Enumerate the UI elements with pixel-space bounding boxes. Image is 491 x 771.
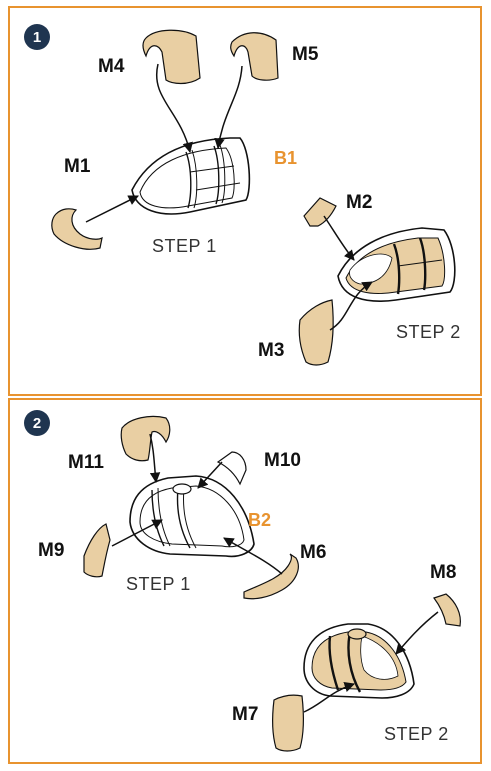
canopy-b1-step2 [337,227,456,302]
mask-m5 [230,32,279,81]
part-label-b2: B2 [248,510,272,530]
step1-label-panel1: STEP 1 [152,236,217,256]
canopy-b2-step1 [129,475,255,558]
step-badge-2: 2 [24,410,50,436]
label-m1: M1 [64,156,91,177]
label-m10: M10 [264,450,301,471]
mask-m4 [142,29,201,85]
label-m9: M9 [38,540,65,561]
mask-m2 [303,197,337,227]
canopy-b1-step1 [131,137,251,215]
label-m5: M5 [292,44,319,65]
label-m11: M11 [68,452,104,473]
label-m7: M7 [232,704,259,725]
mask-m8 [433,593,461,627]
step1-label-panel2: STEP 1 [126,574,191,594]
mask-m1 [51,208,103,250]
mask-m11 [120,415,171,462]
label-m3: M3 [258,340,285,361]
label-m8: M8 [430,562,457,583]
mask-m9 [83,523,111,578]
mask-m7 [272,694,304,752]
mask-m3 [298,299,334,366]
step2-label-panel1: STEP 2 [396,322,461,342]
canopy-b2-step2 [303,623,415,699]
part-label-b1: B1 [274,148,298,168]
mask-m6 [243,553,299,600]
mask-m10 [216,451,247,486]
label-m4: M4 [98,56,125,77]
label-m6: M6 [300,542,327,563]
panel-step-2 [8,398,482,764]
step-badge-1: 1 [24,24,50,50]
label-m2: M2 [346,192,373,213]
step2-label-panel2: STEP 2 [384,724,449,744]
